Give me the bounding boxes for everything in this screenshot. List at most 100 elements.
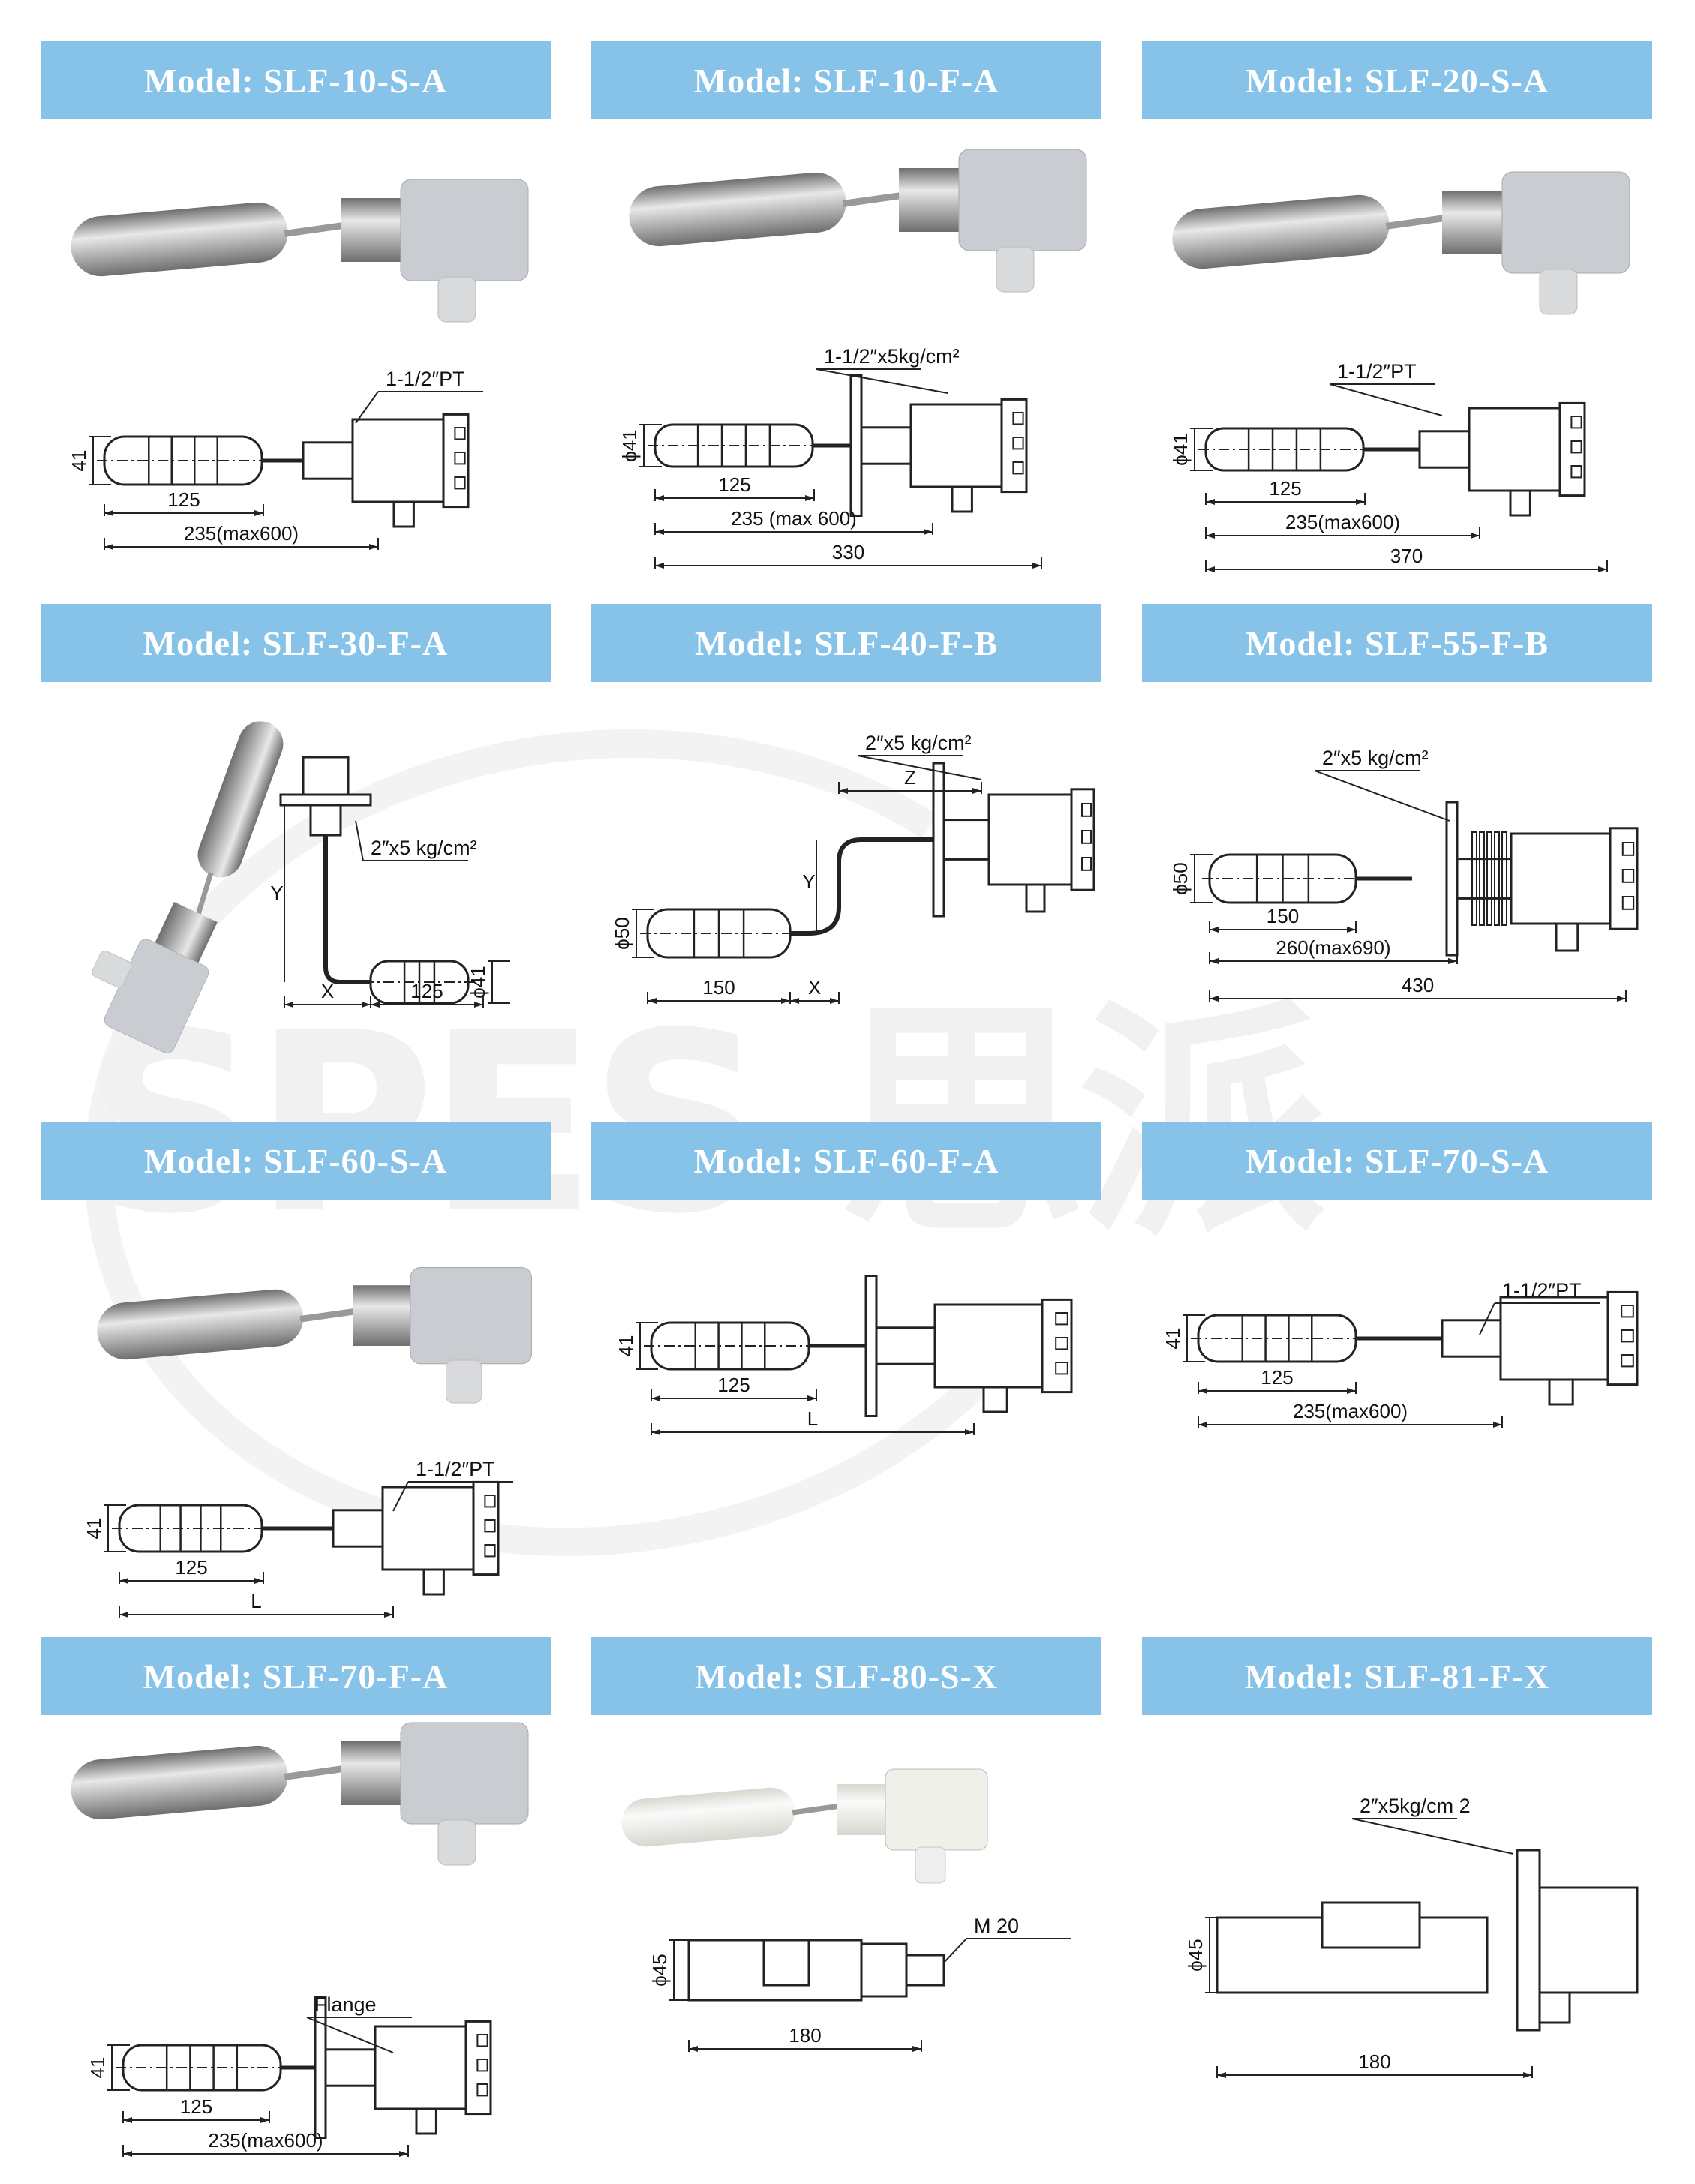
- length-dimension-label: 330: [832, 541, 864, 563]
- diameter-dimension: ϕ45: [648, 1939, 692, 2001]
- spec-callout: 2″x5 kg/cm²: [355, 820, 477, 861]
- float-switch-photo: [92, 721, 284, 1053]
- length-dimension: 180: [1216, 2050, 1533, 2078]
- length-dimension: 125: [104, 488, 264, 516]
- spec-label: 1-1/2″x5kg/cm²: [824, 345, 960, 368]
- diameter-dimension: ϕ41: [618, 424, 662, 467]
- float-drawing: [1202, 853, 1363, 904]
- leader-line: [1351, 1818, 1514, 1855]
- spec-label: 1-1/2″PT: [386, 368, 465, 390]
- spec-label: 2″x5 kg/cm²: [371, 837, 477, 859]
- length-dimension-label: 125: [1261, 1366, 1293, 1389]
- leader-line: [816, 368, 948, 394]
- spec-callout: 1-1/2″PT: [355, 368, 483, 424]
- length-dimension-label: 150: [702, 976, 735, 999]
- length-dimension-label: 235(max600): [1285, 511, 1400, 533]
- length-dimension-label: 430: [1402, 974, 1434, 996]
- y-dimension-label: Y: [270, 882, 283, 904]
- model-header: Model: SLF-60-F-A: [591, 1122, 1101, 1200]
- length-dimension: 150: [647, 976, 791, 1004]
- spec-callout: 1-1/2″x5kg/cm²: [816, 345, 960, 394]
- product-illustration: ϕ50 150 260(max690) 430 2″x5 kg/cm²: [1169, 747, 1639, 1002]
- length-dimension: 260(max690): [1209, 936, 1458, 964]
- housing-drawing: [302, 413, 470, 528]
- leader-line: [1329, 383, 1443, 416]
- length-dimension-label: 125: [410, 980, 443, 1002]
- diameter-dimension-label: ϕ45: [648, 1954, 671, 1986]
- diameter-dimension: ϕ41: [1169, 428, 1213, 471]
- length-dimension: 125: [119, 1556, 264, 1584]
- y-dimension-label: Y: [802, 870, 815, 893]
- leader-line: [306, 2017, 394, 2053]
- spec-callout: 1-1/2″PT: [1329, 360, 1443, 416]
- model-header: Model: SLF-10-S-A: [41, 41, 551, 119]
- float-drawing: [1198, 427, 1371, 472]
- z-dimension-label: Z: [904, 766, 916, 789]
- housing-drawing: [314, 1996, 492, 2139]
- length-dimension: 125: [651, 1374, 817, 1401]
- float-switch-photo: [71, 179, 529, 323]
- spec-label: Flange: [314, 1993, 377, 2016]
- x-dimension-label: X: [321, 980, 334, 1002]
- float-switch-photo: [1172, 171, 1630, 315]
- housing-drawing: [1441, 1290, 1639, 1406]
- diameter-dimension-label: ϕ45: [1184, 1939, 1207, 1971]
- product-panel: Model: SLF-20-S-A ϕ41 125 235(max600) 370 1-1…: [1142, 41, 1652, 588]
- product-panel: Model: SLF-55-F-B ϕ50 150 260(max690) 430 2″x…: [1142, 604, 1652, 1151]
- spec-label: 1-1/2″PT: [1502, 1279, 1582, 1302]
- plastic-float-photo: [621, 1768, 988, 1884]
- spec-callout: 1-1/2″PT: [1479, 1279, 1600, 1335]
- model-header: Model: SLF-40-F-B: [591, 604, 1101, 682]
- diameter-dimension: 41: [615, 1322, 658, 1370]
- length-dimension-label: 125: [175, 1556, 207, 1579]
- x-dimension: X: [789, 976, 840, 1004]
- model-header: Model: SLF-20-S-A: [1142, 41, 1652, 119]
- housing-drawing: [849, 374, 1028, 517]
- diameter-dimension-label: ϕ50: [1169, 862, 1192, 894]
- length-dimension-label: 150: [1267, 905, 1299, 927]
- model-header: Model: SLF-55-F-B: [1142, 604, 1652, 682]
- length-dimension-label: 235 (max 600): [731, 507, 857, 530]
- model-header: Model: SLF-81-F-X: [1142, 1637, 1652, 1715]
- length-dimension-label: 125: [717, 1374, 750, 1396]
- length-dimension-label: 235(max600): [1293, 1400, 1408, 1422]
- float-drawing: [644, 1321, 816, 1371]
- length-dimension: 125: [1205, 477, 1366, 505]
- length-dimension: L: [651, 1407, 975, 1435]
- leader-line: [355, 820, 364, 861]
- spec-label: 2″x5 kg/cm²: [1322, 747, 1429, 769]
- length-dimension-label: 260(max690): [1276, 936, 1390, 959]
- leader-line: [943, 1938, 967, 1963]
- model-header: Model: SLF-30-F-A: [41, 604, 551, 682]
- diameter-dimension: ϕ50: [611, 909, 654, 958]
- product-illustration: ϕ41 125 235(max600) 370 1-1/2″PT: [1169, 171, 1630, 572]
- float-drawing: [363, 960, 476, 1005]
- length-dimension: L: [119, 1590, 394, 1618]
- leader-line: [1479, 1302, 1495, 1335]
- diameter-dimension: 41: [86, 2044, 130, 2091]
- length-dimension-label: 370: [1390, 545, 1423, 567]
- spec-callout: M 20: [943, 1915, 1071, 1963]
- diameter-dimension: ϕ45: [1184, 1917, 1228, 1993]
- diameter-dimension: 41: [83, 1504, 126, 1552]
- float-drawing: [116, 2044, 288, 2092]
- length-dimension-label: 235(max600): [184, 522, 299, 545]
- leader-line: [355, 391, 379, 424]
- length-dimension: 370: [1205, 545, 1608, 572]
- spec-label: 1-1/2″PT: [416, 1458, 495, 1480]
- model-header: Model: SLF-60-S-A: [41, 1122, 551, 1200]
- model-header: Model: SLF-80-S-X: [591, 1637, 1101, 1715]
- spec-label: 1-1/2″PT: [1337, 360, 1417, 383]
- housing-drawing: [932, 762, 1095, 918]
